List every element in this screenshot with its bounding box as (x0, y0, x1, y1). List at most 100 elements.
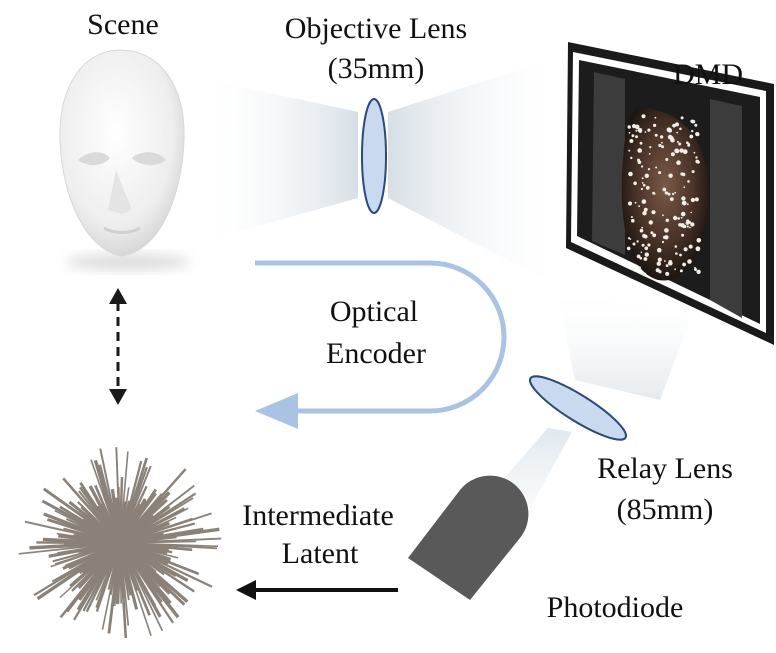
dmd-speckle (667, 192, 671, 196)
dmd-speckle (639, 256, 643, 260)
dmd-speckle (668, 260, 673, 264)
dmd-speckle (634, 201, 637, 204)
dmd-speckle (679, 269, 683, 273)
objective-lens-shape (361, 98, 387, 214)
optical-encoder-arrowhead (255, 393, 298, 429)
dmd-screen (566, 42, 774, 345)
dmd-speckle (690, 222, 695, 227)
dmd-speckle (640, 251, 643, 254)
optical-encoder-arrow (255, 260, 507, 414)
dmd-speckle (674, 245, 678, 248)
dmd-label: DMD (672, 58, 743, 91)
dmd-speckle (674, 148, 679, 154)
dmd-speckle (674, 191, 676, 194)
dmd-speckle (657, 247, 662, 253)
dmd-speckle (681, 196, 686, 201)
dmd-speckle (686, 141, 689, 144)
dmd-speckle (641, 165, 644, 168)
dmd-speckle (678, 142, 682, 146)
dmd-speckle (691, 119, 696, 124)
dmd-speckle (661, 240, 665, 244)
dmd-speckle (696, 238, 702, 243)
intermediate-latent-starburst (18, 447, 222, 639)
dmd-speckle (687, 259, 692, 264)
dmd-speckle (643, 257, 648, 261)
dmd-speckle (680, 216, 683, 219)
dmd-speckle (688, 244, 693, 249)
dmd-speckle (638, 130, 642, 133)
dmd-speckle (641, 226, 644, 229)
dmd-speckle (640, 187, 644, 191)
dmd-speckle (696, 269, 701, 274)
dmd-speckle (647, 243, 651, 247)
dmd-speckle (661, 141, 663, 144)
dmd-speckle (669, 197, 674, 202)
dmd-speckle (690, 197, 696, 203)
dmd-speckle (680, 223, 685, 228)
dmd-speckle (627, 125, 631, 129)
dmd-face-pattern (621, 108, 709, 281)
dmd-speckle (648, 153, 651, 155)
dmd-speckle (676, 160, 681, 165)
dmd-speckle (631, 134, 635, 138)
dmd-speckle (627, 201, 633, 206)
dmd-speckle (629, 139, 634, 143)
dmd-speckle (665, 158, 669, 161)
dmd-speckle (643, 207, 648, 212)
dmd-speckle (647, 168, 651, 171)
dmd-speckle (689, 226, 691, 229)
dmd-speckle (658, 143, 662, 148)
dmd-speckle (677, 217, 680, 220)
dmd-speckle (635, 135, 638, 139)
dmd-speckle (630, 156, 633, 160)
dmd-speckle (642, 211, 647, 216)
dmd-speckle (628, 131, 631, 134)
dmd-speckle (682, 149, 688, 155)
dmd-speckle (687, 143, 691, 147)
dmd-speckle (654, 116, 657, 119)
dmd-speckle (636, 240, 639, 243)
dmd-speckle (667, 134, 673, 140)
dmd-speckle (672, 192, 675, 196)
dmd-speckle (667, 127, 670, 131)
dmd-speckle (639, 141, 643, 145)
dmd-speckle (626, 246, 631, 251)
dmd-speckle (655, 268, 660, 273)
optical-encoder-label-line2: Encoder (326, 337, 426, 370)
dmd-speckle (680, 211, 686, 217)
dmd-speckle (627, 237, 631, 240)
dmd-speckle (654, 133, 658, 137)
dmd-speckle (648, 220, 653, 225)
dmd-speckle (641, 199, 647, 204)
dmd-speckle (661, 145, 665, 149)
dmd-speckle (650, 231, 654, 235)
scene-label: Scene (87, 8, 159, 41)
photodiode-shape (408, 475, 529, 600)
scene-latent-correspondence-arrow (109, 288, 127, 405)
dmd-speckle (689, 134, 694, 139)
dmd-speckle (642, 272, 647, 277)
dmd-speckle (657, 257, 662, 262)
dmd-speckle (638, 205, 640, 208)
intermediate-latent-label-line2: Latent (281, 537, 359, 570)
dmd-speckle (695, 246, 701, 252)
dmd-speckle (691, 170, 695, 174)
dmd-speckle (665, 218, 669, 222)
dmd-speckle (644, 252, 649, 257)
dmd-speckle (681, 233, 685, 237)
dmd-speckle (683, 186, 686, 189)
dmd-speckle (628, 171, 633, 177)
dmd-speckle (642, 183, 646, 187)
dmd-speckle (653, 123, 657, 127)
dmd-speckle (651, 210, 656, 215)
dmd-speckle (679, 148, 684, 153)
dmd-speckle (635, 129, 638, 132)
dmd-speckle (637, 158, 640, 162)
dmd-speckle (641, 182, 644, 184)
dmd-speckle (663, 260, 666, 262)
dmd-speckle (694, 197, 699, 202)
dmd-speckle (673, 215, 678, 221)
dmd-speckle (682, 262, 686, 267)
dmd-speckle (676, 131, 679, 134)
dmd-speckle (662, 214, 664, 217)
